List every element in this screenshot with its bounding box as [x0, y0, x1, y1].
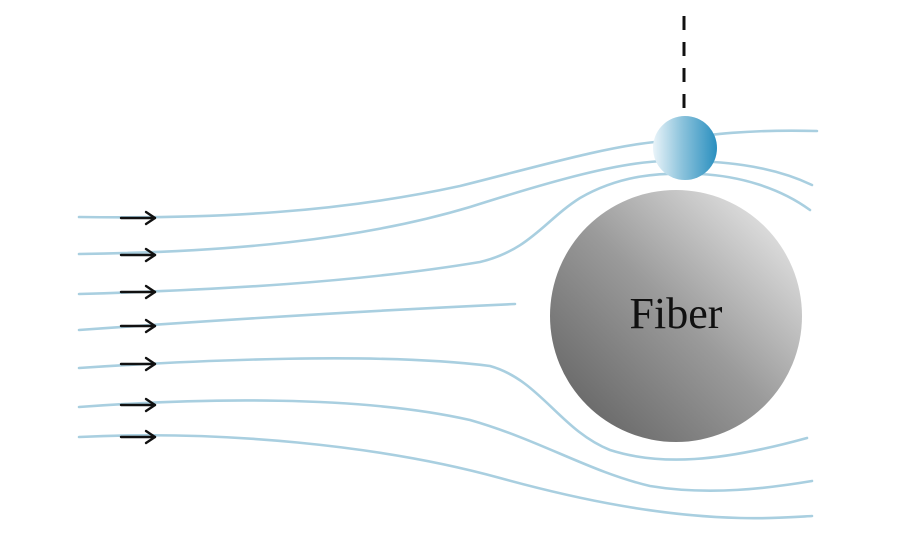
streamline	[77, 434, 814, 520]
fiber-circle	[550, 190, 802, 442]
right-arrow-icon	[119, 356, 157, 372]
fiber: Fiber	[550, 190, 802, 442]
particle-sphere	[653, 116, 717, 180]
streamline	[77, 172, 812, 296]
flow-arrows	[119, 210, 157, 445]
right-arrow-icon	[119, 397, 157, 413]
streamlines	[77, 129, 819, 520]
right-arrow-icon	[119, 429, 157, 445]
streamline	[77, 399, 814, 492]
fiber-label: Fiber	[630, 289, 723, 338]
right-arrow-icon	[119, 284, 157, 300]
right-arrow-icon	[119, 318, 157, 334]
streamline	[77, 357, 809, 461]
right-arrow-icon	[119, 247, 157, 263]
streamline	[77, 159, 814, 256]
right-arrow-icon	[119, 210, 157, 226]
